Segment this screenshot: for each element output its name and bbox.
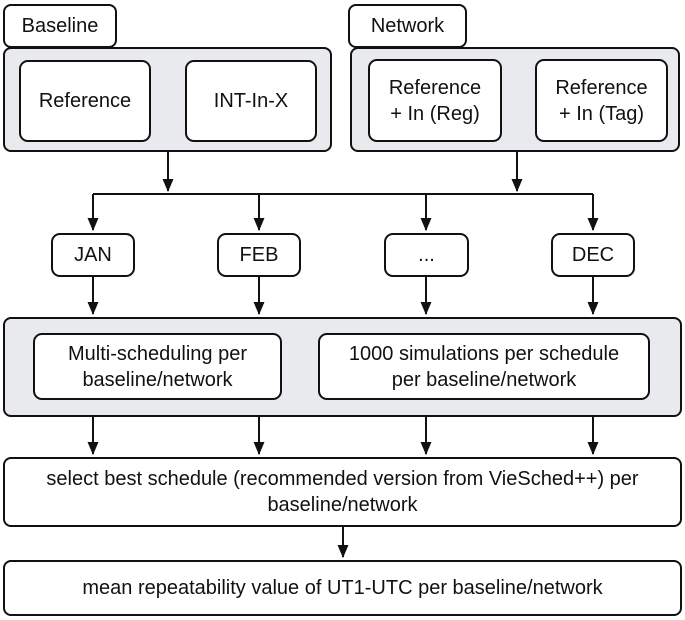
month-box-feb: FEB	[217, 233, 301, 277]
int-in-x-box: INT-In-X	[185, 60, 317, 142]
network-group-tab: Network	[348, 4, 467, 48]
simulations-box: 1000 simulations per schedule per baseli…	[318, 333, 650, 400]
baseline-group-tab: Baseline	[3, 4, 117, 48]
reference-in-reg-box: Reference + In (Reg)	[368, 59, 502, 142]
month-box-jan: JAN	[51, 233, 135, 277]
multi-scheduling-box: Multi-scheduling per baseline/network	[33, 333, 282, 400]
reference-in-tag-box: Reference + In (Tag)	[535, 59, 668, 142]
reference-box: Reference	[19, 60, 151, 142]
mean-repeatability-box: mean repeatability value of UT1-UTC per …	[3, 560, 682, 616]
month-box-ellipsis: ...	[384, 233, 469, 277]
month-box-dec: DEC	[551, 233, 635, 277]
select-best-schedule-box: select best schedule (recommended versio…	[3, 457, 682, 527]
